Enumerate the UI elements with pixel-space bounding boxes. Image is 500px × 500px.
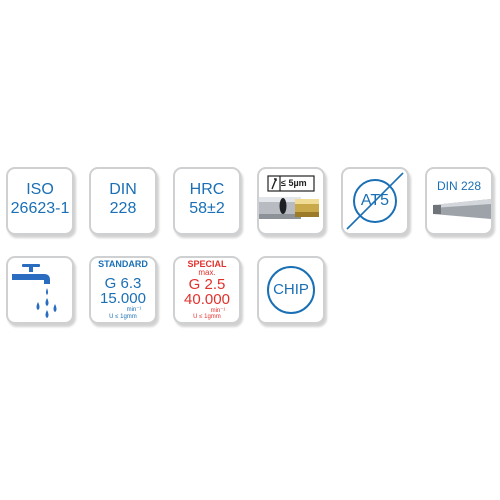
coolant-tile	[6, 256, 74, 324]
at5-tile: AT5	[341, 167, 409, 235]
din-label: DIN	[109, 181, 137, 198]
standard-speed: 15.000	[100, 290, 146, 307]
special-unit: min⁻¹	[210, 308, 226, 314]
special-balance-tile: SPECIAL max. G 2.5 40.000 min⁻¹ U ≤ 1gmm	[173, 256, 241, 324]
din-number: 228	[109, 200, 137, 217]
standard-grade: G 6.3	[104, 275, 142, 292]
hrc-label: HRC	[189, 181, 225, 198]
runout-tile: ≤ 5µm	[257, 167, 325, 235]
at5-circle-icon	[346, 172, 404, 230]
chip-tile: CHIP	[257, 256, 325, 324]
standard-title: STANDARD	[98, 259, 148, 269]
special-qualifier: max.	[198, 268, 216, 277]
standard-note: U ≤ 1gmm	[109, 314, 137, 320]
runout-tolerance-label: ≤ 5µm	[281, 178, 307, 188]
runout-tool-icon	[259, 175, 319, 219]
at5-label: AT5	[360, 192, 390, 209]
special-title: SPECIAL	[187, 259, 227, 269]
taper-shank-icon	[433, 199, 491, 219]
coolant-tap-icon	[12, 264, 57, 318]
iso-number: 26623-1	[10, 200, 70, 217]
iso-label: ISO	[26, 181, 54, 198]
din-standard-tile: DIN 228	[89, 167, 157, 235]
special-note: U ≤ 1gmm	[193, 314, 221, 320]
special-grade: G 2.5	[188, 276, 226, 293]
chip-circle-icon	[267, 266, 315, 314]
special-speed: 40.000	[184, 291, 230, 308]
din228-label: DIN 228	[436, 179, 482, 193]
chip-label: CHIP	[273, 281, 309, 298]
hrc-value: 58±2	[189, 200, 225, 217]
standard-unit: min⁻¹	[126, 307, 142, 313]
din228-tile: DIN 228	[425, 167, 493, 235]
iso-standard-tile: ISO 26623-1	[6, 167, 74, 235]
standard-balance-tile: STANDARD G 6.3 15.000 min⁻¹ U ≤ 1gmm	[89, 256, 157, 324]
hrc-hardness-tile: HRC 58±2	[173, 167, 241, 235]
